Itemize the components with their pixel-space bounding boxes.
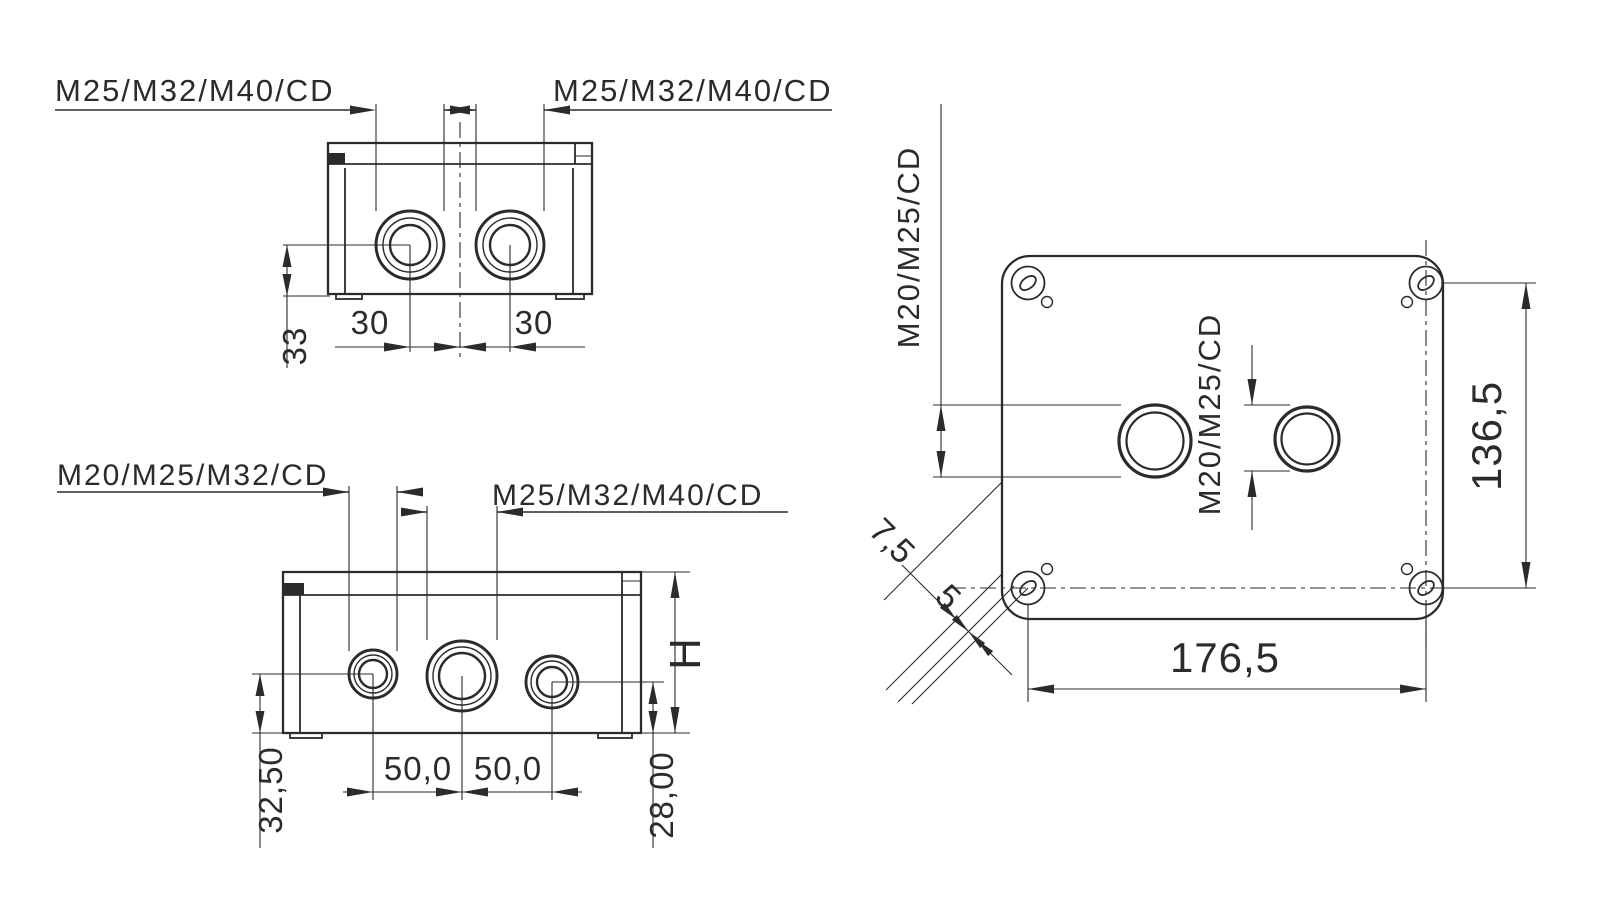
ext-line-diag: [883, 481, 1003, 601]
dim-50-50: 50,0 50,0: [343, 674, 582, 800]
entry-label-center: M25/M32/M40/CD: [492, 479, 763, 512]
callout-entry-center: M20/M25/CD: [1192, 313, 1290, 530]
ext-line-diag: [911, 587, 1029, 705]
entry-label-center: M20/M25/CD: [1192, 313, 1227, 516]
dim-arrow: [450, 105, 476, 115]
dim-arrow: [323, 487, 349, 497]
foot-left: [335, 293, 363, 300]
entry-label-left: M20/M25/CD: [891, 146, 926, 349]
dim-32-50-value: 32,50: [252, 746, 289, 834]
dim-28-00-value: 28,00: [643, 751, 680, 839]
base-outline: [1000, 254, 1445, 621]
dim-50-right-value: 50,0: [474, 750, 542, 787]
dim-50-left-value: 50,0: [384, 750, 452, 787]
cable-entry-left: [1117, 403, 1193, 479]
cable-entry-right: [1273, 405, 1341, 473]
lid-hinge-detail: [329, 153, 345, 164]
dim-arrow: [544, 105, 570, 115]
dim-arrow: [497, 507, 523, 517]
box-outline: [326, 141, 594, 296]
dim-arrow: [397, 487, 423, 497]
plan-view: M20/M25/CD M20/M25/CD 136,5: [862, 104, 1536, 705]
dim-30-30: 30 30: [335, 245, 585, 352]
dim-176-5-value: 176,5: [1170, 634, 1280, 681]
dim-32-50: 32,50: [252, 673, 373, 848]
entry-label-left: M25/M32/M40/CD: [55, 73, 335, 108]
ext-line-diag: [885, 573, 1003, 691]
front-view: M20/M25/M32/CD M25/M32/M40/CD 50,0 50,0: [57, 459, 788, 848]
ext-line-diag: [897, 585, 1015, 703]
entry-label-left: M20/M25/M32/CD: [57, 459, 328, 492]
dim-176-5: 176,5: [1027, 604, 1427, 702]
callout-entry-left: M20/M25/CD: [891, 104, 1121, 478]
corner-screw-top-left: [1010, 265, 1054, 309]
entry-label-right: M25/M32/M40/CD: [553, 73, 833, 108]
dim-arrow: [350, 105, 376, 115]
foot-right: [555, 293, 585, 300]
dim-136-5: 136,5: [1441, 282, 1536, 589]
side-view: M25/M32/M40/CD M25/M32/M40/CD 33: [55, 73, 833, 368]
dim-7-5-value: 7,5: [862, 511, 922, 571]
dim-30-left-value: 30: [351, 304, 390, 341]
lid-hinge-detail: [284, 583, 304, 595]
corner-screw-top-right: [1400, 265, 1444, 309]
foot-left: [289, 732, 323, 739]
dim-H: H: [641, 571, 710, 734]
foot-right: [597, 732, 633, 739]
dim-136-5-value: 136,5: [1463, 381, 1510, 491]
dim-33: 33: [276, 244, 410, 368]
dim-H-value: H: [661, 638, 710, 670]
dim-30-right-value: 30: [515, 304, 554, 341]
corner-screw-bottom-right: [1400, 562, 1444, 606]
dim-arrow: [401, 507, 427, 517]
dim-33-value: 33: [276, 327, 313, 366]
dim-28-00: 28,00: [552, 681, 680, 848]
